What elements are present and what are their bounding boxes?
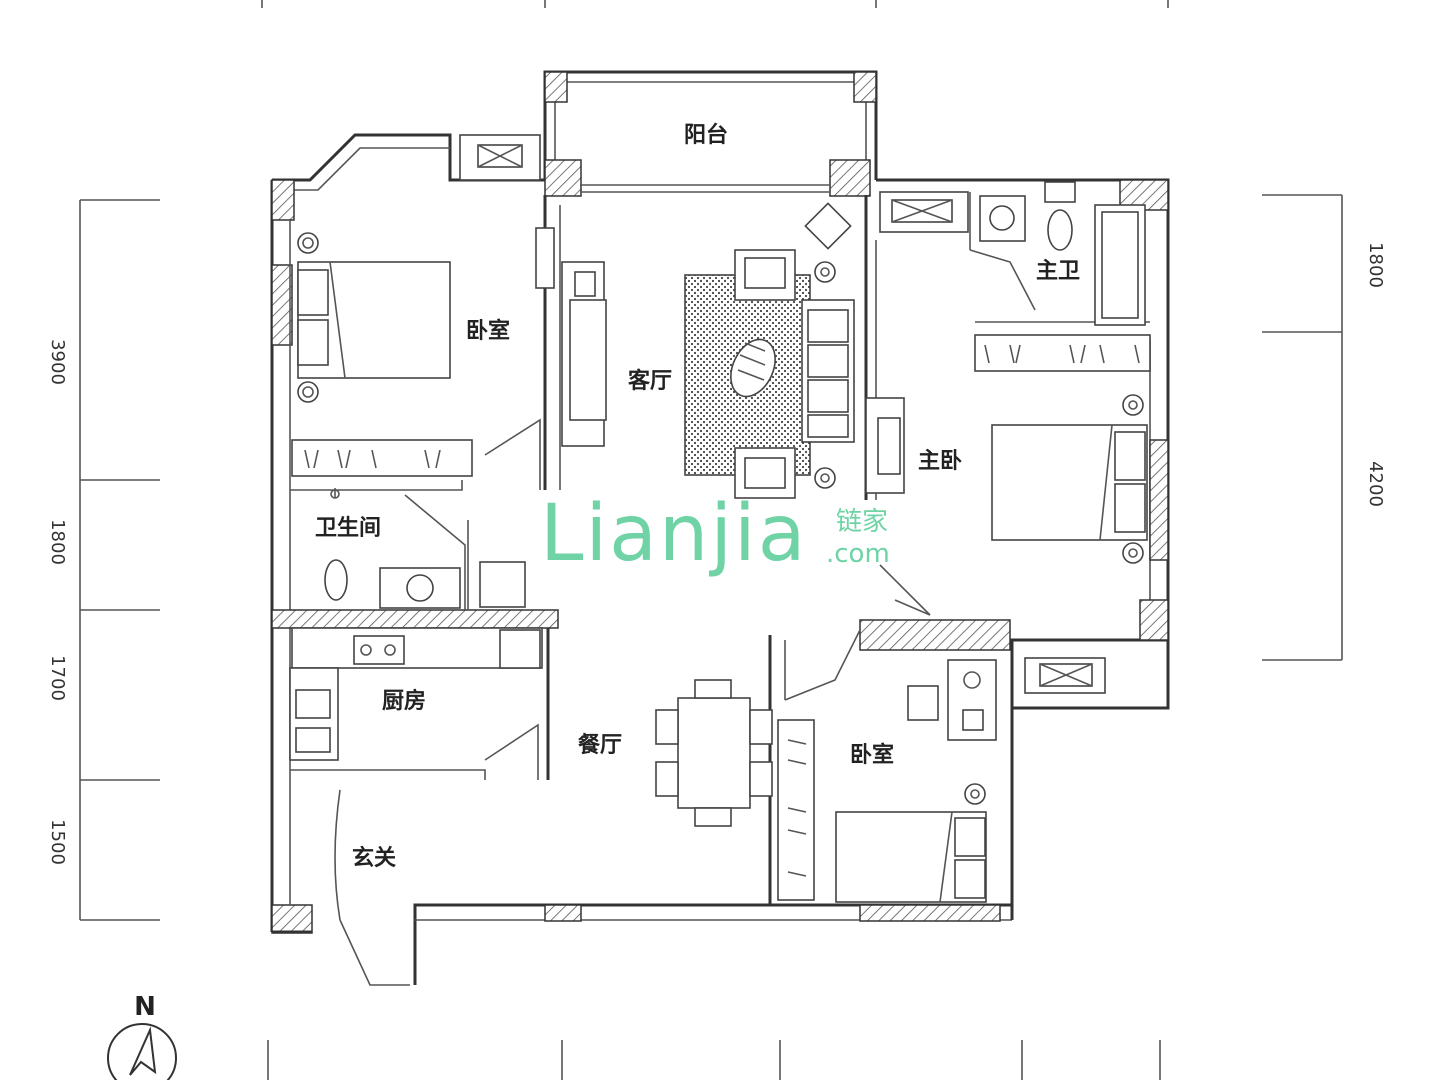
watermark-domain: .com <box>826 539 890 569</box>
compass: N <box>107 992 177 1080</box>
dim-left-1: 3900 <box>47 339 68 385</box>
sofa <box>801 202 855 489</box>
dim-left-2: 1800 <box>47 519 68 565</box>
room-label-bathroom: 卫生间 <box>315 516 381 541</box>
bed-nw <box>297 232 451 403</box>
room-label-kitchen: 厨房 <box>382 688 426 714</box>
wardrobe-master <box>974 334 1151 372</box>
compass-north-label: N <box>134 992 156 1022</box>
bed-south <box>835 783 987 903</box>
room-label-master-bath: 主卫 <box>1036 259 1080 284</box>
watermark-cn: 链家 <box>836 507 888 537</box>
bottom-ticks <box>267 1040 1161 1080</box>
room-label-living: 客厅 <box>628 368 672 394</box>
dim-left-3: 1700 <box>47 655 68 701</box>
watermark-brand: Lianjia <box>540 489 808 579</box>
outer-walls <box>270 70 1170 985</box>
kitchen-fixtures <box>289 627 543 761</box>
desk-master <box>865 397 905 494</box>
tv-cabinet <box>561 261 607 447</box>
room-label-bedroom-nw: 卧室 <box>466 318 510 344</box>
wardrobe-nw <box>291 439 473 477</box>
dim-left-4: 1500 <box>47 819 68 865</box>
living-rug <box>684 249 811 499</box>
dim-right-2: 4200 <box>1365 461 1386 507</box>
left-dimension-lines <box>79 199 160 921</box>
compass-needle-icon <box>129 1026 157 1076</box>
wardrobe-south <box>777 719 815 901</box>
right-dimension-lines <box>1262 194 1343 661</box>
room-label-master-bedroom: 主卧 <box>918 449 962 474</box>
room-label-entrance: 玄关 <box>352 845 396 871</box>
room-label-dining: 餐厅 <box>578 733 622 758</box>
dim-right-1: 1800 <box>1365 242 1386 288</box>
master-bath-fixtures <box>979 181 1146 326</box>
bathroom-fixtures <box>324 488 526 609</box>
dining-table <box>655 679 773 827</box>
room-label-bedroom-s: 卧室 <box>850 742 894 768</box>
room-label-balcony: 阳台 <box>684 122 728 148</box>
desk-south <box>907 659 997 741</box>
interior-walls <box>271 192 1150 986</box>
top-ticks <box>261 0 1169 8</box>
bed-master <box>991 394 1148 564</box>
watermark-logo: Lianjia 链家 .com <box>540 489 890 579</box>
